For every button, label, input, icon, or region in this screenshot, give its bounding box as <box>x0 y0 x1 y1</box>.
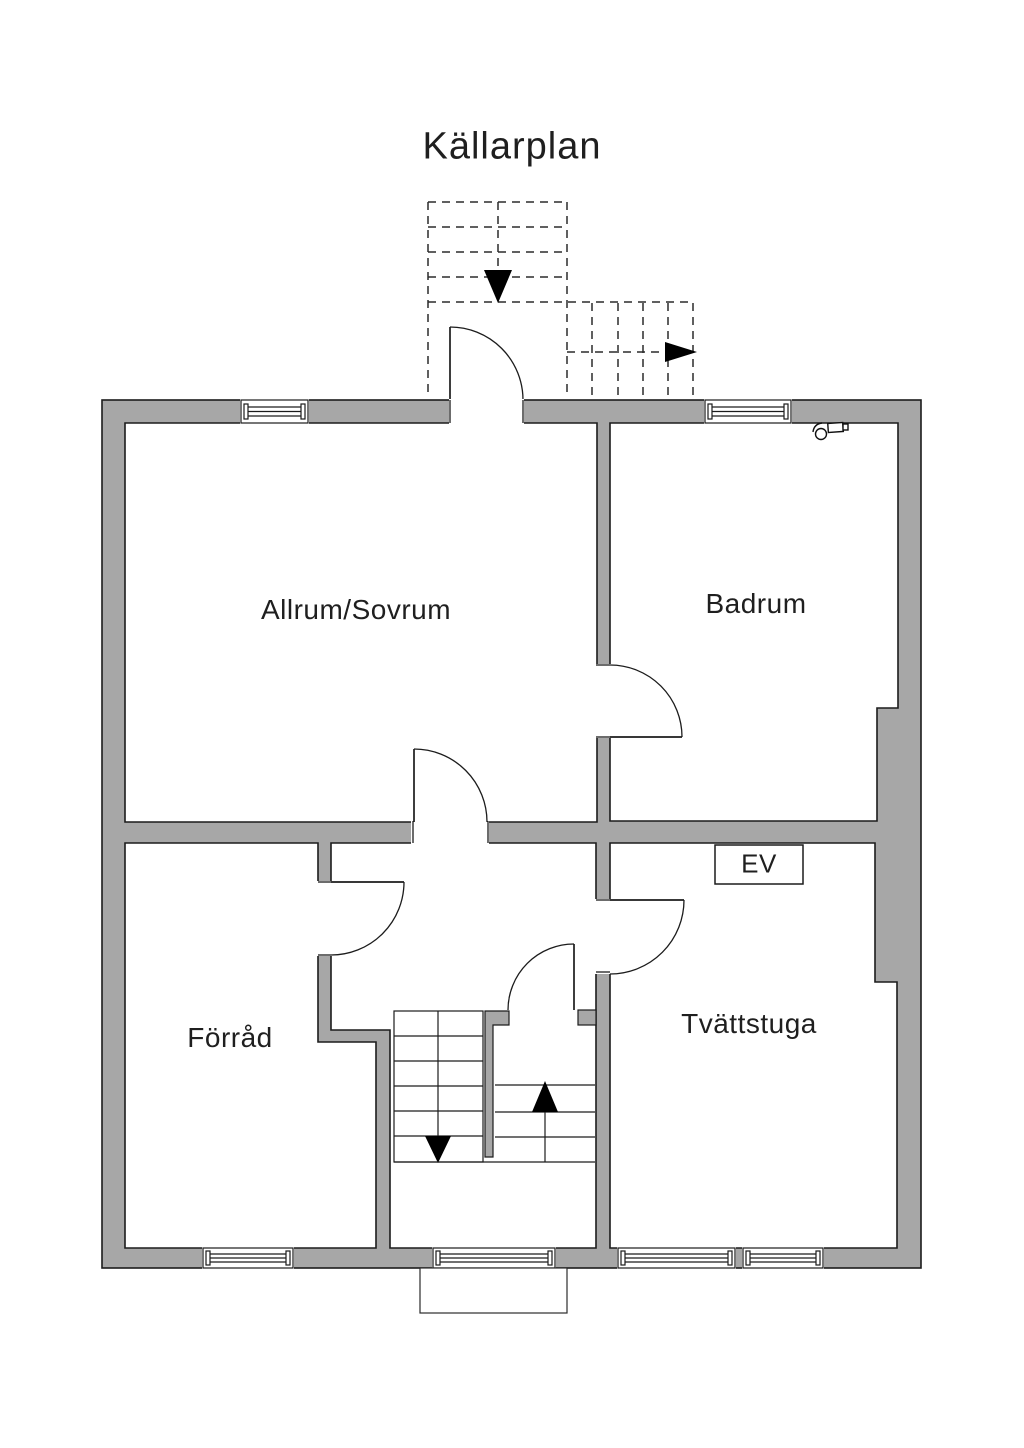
room-label-allrum-sovrum: Allrum/Sovrum <box>260 594 452 625</box>
window-bottom-forrad <box>202 1247 294 1269</box>
window-bottom-tvattstuga-1 <box>617 1247 736 1269</box>
room-label-forrad: Förråd <box>187 1022 273 1053</box>
plumbing-fixture-icon <box>812 421 849 441</box>
staircase <box>393 1009 597 1163</box>
windows <box>202 399 824 1269</box>
badrum-door <box>609 664 683 738</box>
upper-flight-right-arrow-icon <box>665 342 697 362</box>
door-jambs <box>318 400 610 973</box>
forrad-door <box>330 881 405 956</box>
electrical-box-label: EV <box>741 848 777 879</box>
room-label-badrum: Badrum <box>705 588 807 619</box>
electrical-box <box>714 844 804 885</box>
upper-flight-down-arrow-icon <box>484 270 512 303</box>
hall-and-stairwell-area <box>330 842 597 1249</box>
entrance-door <box>449 326 524 401</box>
stair-middle-wall <box>484 1010 510 1158</box>
room-allrum-sovrum-area <box>124 422 598 823</box>
window-bottom-tvattstuga-2 <box>742 1247 824 1269</box>
stairwell-door <box>507 943 575 1011</box>
upper-flight-dashed-stairs <box>427 201 694 398</box>
room-forrad-area <box>124 842 377 1249</box>
window-top-right <box>704 399 792 424</box>
room-tvattstuga-area <box>609 842 898 1249</box>
window-top-left <box>240 399 309 424</box>
room-badrum-area <box>609 422 899 822</box>
page-title: Källarplan <box>422 125 602 168</box>
allrum-door <box>413 748 488 823</box>
entrance-porch <box>419 1267 568 1314</box>
stairs-up-arrow-icon <box>532 1081 558 1112</box>
tvattstuga-door <box>609 899 685 975</box>
stair-door-jamb-wall <box>577 1009 597 1026</box>
stairs-down-arrow-icon <box>425 1136 451 1163</box>
room-label-tvattstuga: Tvättstuga <box>681 1008 817 1039</box>
